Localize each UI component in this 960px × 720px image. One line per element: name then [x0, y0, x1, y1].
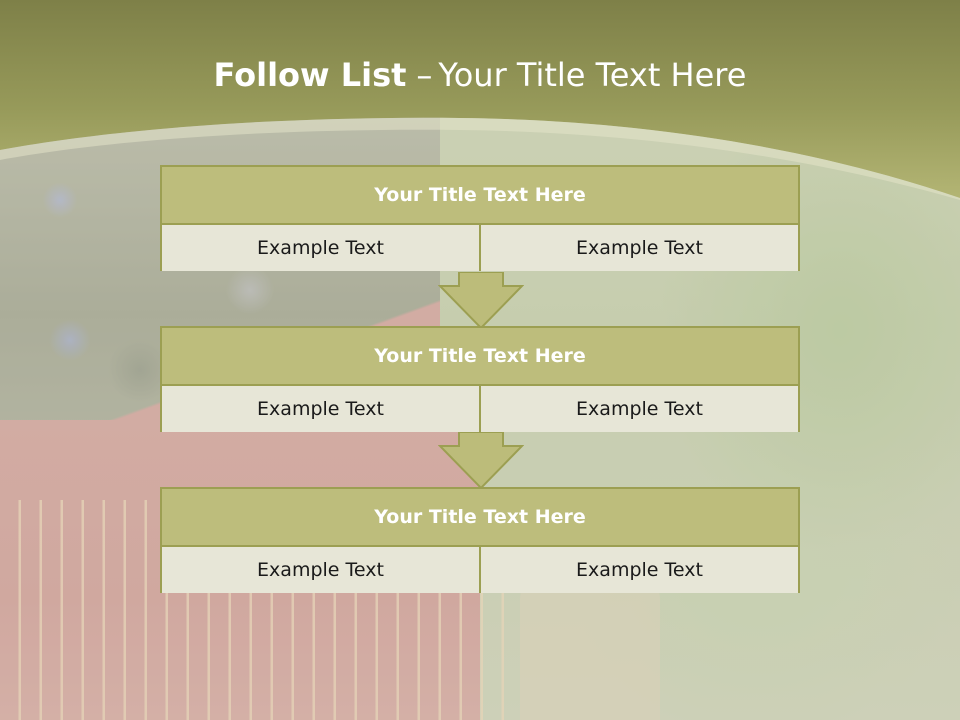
- block-cell-right: Example Text: [479, 386, 798, 432]
- header-band-shape: [0, 0, 960, 200]
- block-cell-left: Example Text: [162, 386, 479, 432]
- down-arrow-icon: [438, 272, 524, 330]
- block-title: Your Title Text Here: [162, 167, 798, 225]
- block-cell-left: Example Text: [162, 225, 479, 271]
- block-row: Example Text Example Text: [162, 547, 798, 593]
- block-cell-right: Example Text: [479, 547, 798, 593]
- list-block-1: Your Title Text Here Example Text Exampl…: [160, 165, 800, 271]
- down-arrow-icon: [438, 432, 524, 490]
- block-row: Example Text Example Text: [162, 225, 798, 271]
- title-dash: –: [416, 56, 433, 94]
- block-cell-left: Example Text: [162, 547, 479, 593]
- list-block-3: Your Title Text Here Example Text Exampl…: [160, 487, 800, 593]
- block-cell-right: Example Text: [479, 225, 798, 271]
- title-text: Your Title Text Here: [438, 56, 747, 94]
- block-row: Example Text Example Text: [162, 386, 798, 432]
- block-title: Your Title Text Here: [162, 328, 798, 386]
- list-block-2: Your Title Text Here Example Text Exampl…: [160, 326, 800, 432]
- header-band: Follow List–Your Title Text Here: [0, 0, 960, 200]
- title-emphasis: Follow List: [213, 56, 407, 94]
- block-title: Your Title Text Here: [162, 489, 798, 547]
- page-title: Follow List–Your Title Text Here: [0, 56, 960, 94]
